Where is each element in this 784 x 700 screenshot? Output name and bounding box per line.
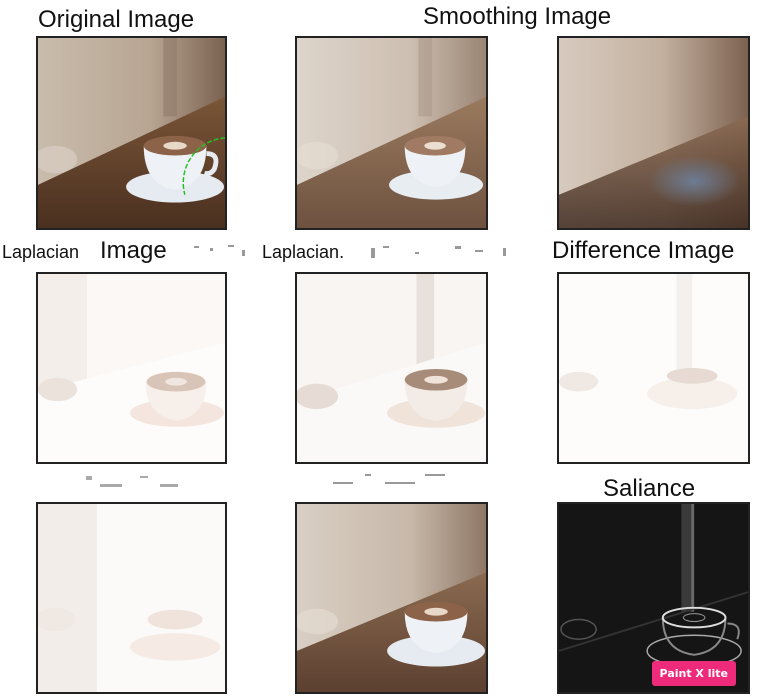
original-image-panel — [36, 36, 227, 230]
erased-label-artifact — [190, 242, 250, 264]
faded-photo-3 — [38, 504, 225, 692]
erased-label-artifact — [365, 242, 515, 264]
erased-label-artifact — [80, 470, 190, 500]
erased-label-artifact — [325, 470, 465, 494]
title-original-image: Original Image — [38, 6, 195, 33]
paint-x-lite-badge[interactable]: Paint X lite — [651, 661, 736, 686]
title-saliance: Saliance — [603, 475, 696, 502]
coffee-photo-restored — [297, 504, 486, 692]
row3-panel-2 — [295, 502, 488, 694]
laplacian-image-1-panel — [36, 272, 227, 464]
title-laplacian-1a: Laplacian — [2, 242, 80, 262]
difference-image-panel — [557, 272, 750, 464]
smoothing-image-panel — [295, 36, 488, 230]
saliance-panel: Paint X lite — [557, 502, 750, 694]
laplacian-faded-photo-1 — [38, 274, 225, 462]
difference-faded-photo — [559, 274, 748, 462]
coffee-photo-smoothed — [297, 38, 486, 228]
saliance-map — [559, 504, 748, 692]
smoothing-blur-panel — [557, 36, 750, 230]
coffee-photo-original — [38, 38, 225, 228]
row3-panel-1 — [36, 502, 227, 694]
coffee-photo-heavy-blur — [559, 38, 748, 228]
title-difference-image: Difference Image — [552, 237, 735, 264]
title-laplacian-1b: Image — [100, 237, 167, 264]
laplacian-image-2-panel — [295, 272, 488, 464]
annotation-circle — [182, 137, 225, 195]
laplacian-faded-photo-2 — [297, 274, 486, 462]
title-laplacian-2: Laplacian. — [262, 242, 345, 262]
title-smoothing-image: Smoothing Image — [423, 3, 612, 30]
